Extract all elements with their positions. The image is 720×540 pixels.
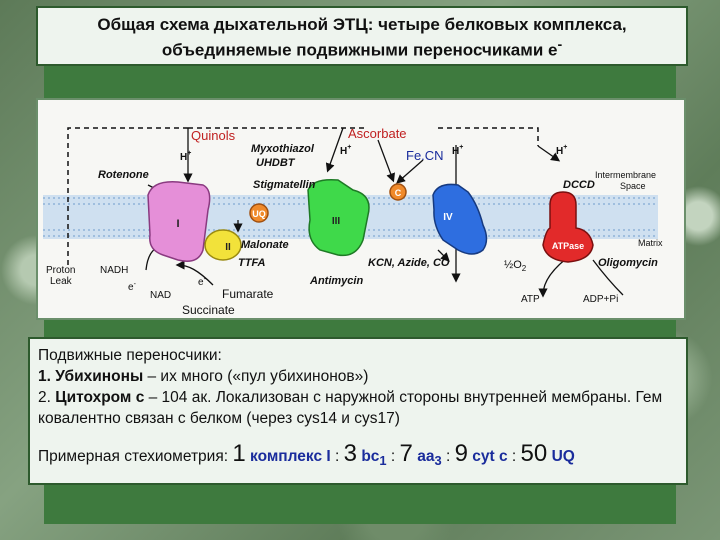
proton-label: Proton <box>46 265 75 276</box>
atpase-label: ATPase <box>552 241 584 251</box>
intermembrane-label: Intermembrane <box>595 170 656 180</box>
etc-diagram: I II UQ III C IV ATPase <box>36 98 686 320</box>
quinols-label: Quinols <box>191 128 236 143</box>
fumarate-label: Fumarate <box>222 287 274 301</box>
title-line-1: Общая схема дыхательной ЭТЦ: четыре белк… <box>97 15 627 34</box>
cyt-c-label: C <box>395 188 402 198</box>
myxothiazol-label: Myxothiazol <box>251 143 315 155</box>
complex-3: III <box>307 178 370 257</box>
e-minus-1: e- <box>128 281 137 293</box>
complex-1-label: I <box>176 218 179 230</box>
fecn-label: Fe.CN <box>406 148 444 163</box>
space-label: Space <box>620 181 646 191</box>
leak-label: Leak <box>50 276 73 287</box>
stigmatellin-label: Stigmatellin <box>253 179 316 191</box>
h-plus-2: H+ <box>340 144 351 157</box>
half-o2: ½O2 <box>504 259 527 273</box>
uhdbt-label: UHDBT <box>256 157 296 169</box>
rotenone-label: Rotenone <box>98 169 149 181</box>
dccd-label: DCCD <box>563 179 595 191</box>
h-plus-4: H+ <box>556 144 567 157</box>
carrier-item-2: 2. Цитохром с – 104 ак. Локализован с на… <box>38 389 663 427</box>
uq-label: UQ <box>252 209 266 219</box>
nadh-label: NADH <box>100 265 128 276</box>
stoichiometry: Примерная стехиометрия: 1 комплекс I : 3… <box>38 440 575 469</box>
atpase: ATPase <box>542 191 594 263</box>
kcn-label: KCN, Azide, CO <box>368 257 450 269</box>
etc-diagram-svg: I II UQ III C IV ATPase <box>43 126 663 317</box>
oligomycin-label: Oligomycin <box>598 257 658 269</box>
carriers-text-box: Подвижные переносчики: 1. Убихиноны – их… <box>28 337 688 485</box>
nad-label: NAD <box>150 290 171 301</box>
complex-4-label: IV <box>443 212 453 223</box>
slide-title: Общая схема дыхательной ЭТЦ: четыре белк… <box>36 6 688 66</box>
e-minus-2: e- <box>198 276 207 288</box>
proton-circuit <box>67 127 539 265</box>
h-plus-1: H+ <box>180 150 191 163</box>
adp-label: ADP+Pi <box>583 294 618 305</box>
ubiquinone: UQ <box>249 203 269 223</box>
ascorbate-label: Ascorbate <box>348 126 407 141</box>
complex-4: IV <box>432 183 488 255</box>
h-plus-3: H+ <box>452 144 463 157</box>
succinate-label: Succinate <box>182 303 235 317</box>
ttfa-label: TTFA <box>238 257 266 269</box>
complex-1: I <box>147 181 211 262</box>
complex-3-label: III <box>332 216 341 227</box>
complex-2: II <box>204 229 242 261</box>
malonate-label: Malonate <box>241 239 289 251</box>
atp-label: ATP <box>521 294 540 305</box>
stoich-label: Примерная стехиометрия: <box>38 448 229 465</box>
carrier-item-1: 1. Убихиноны – их много («пул убихинонов… <box>38 368 369 385</box>
antimycin-label: Antimycin <box>309 275 363 287</box>
matrix-label: Matrix <box>638 238 663 248</box>
complex-2-label: II <box>225 242 231 253</box>
cytochrome-c: C <box>389 183 407 201</box>
title-line-2: объединяемые подвижными переносчиками е- <box>161 37 563 60</box>
carriers-heading: Подвижные переносчики: <box>38 347 222 364</box>
